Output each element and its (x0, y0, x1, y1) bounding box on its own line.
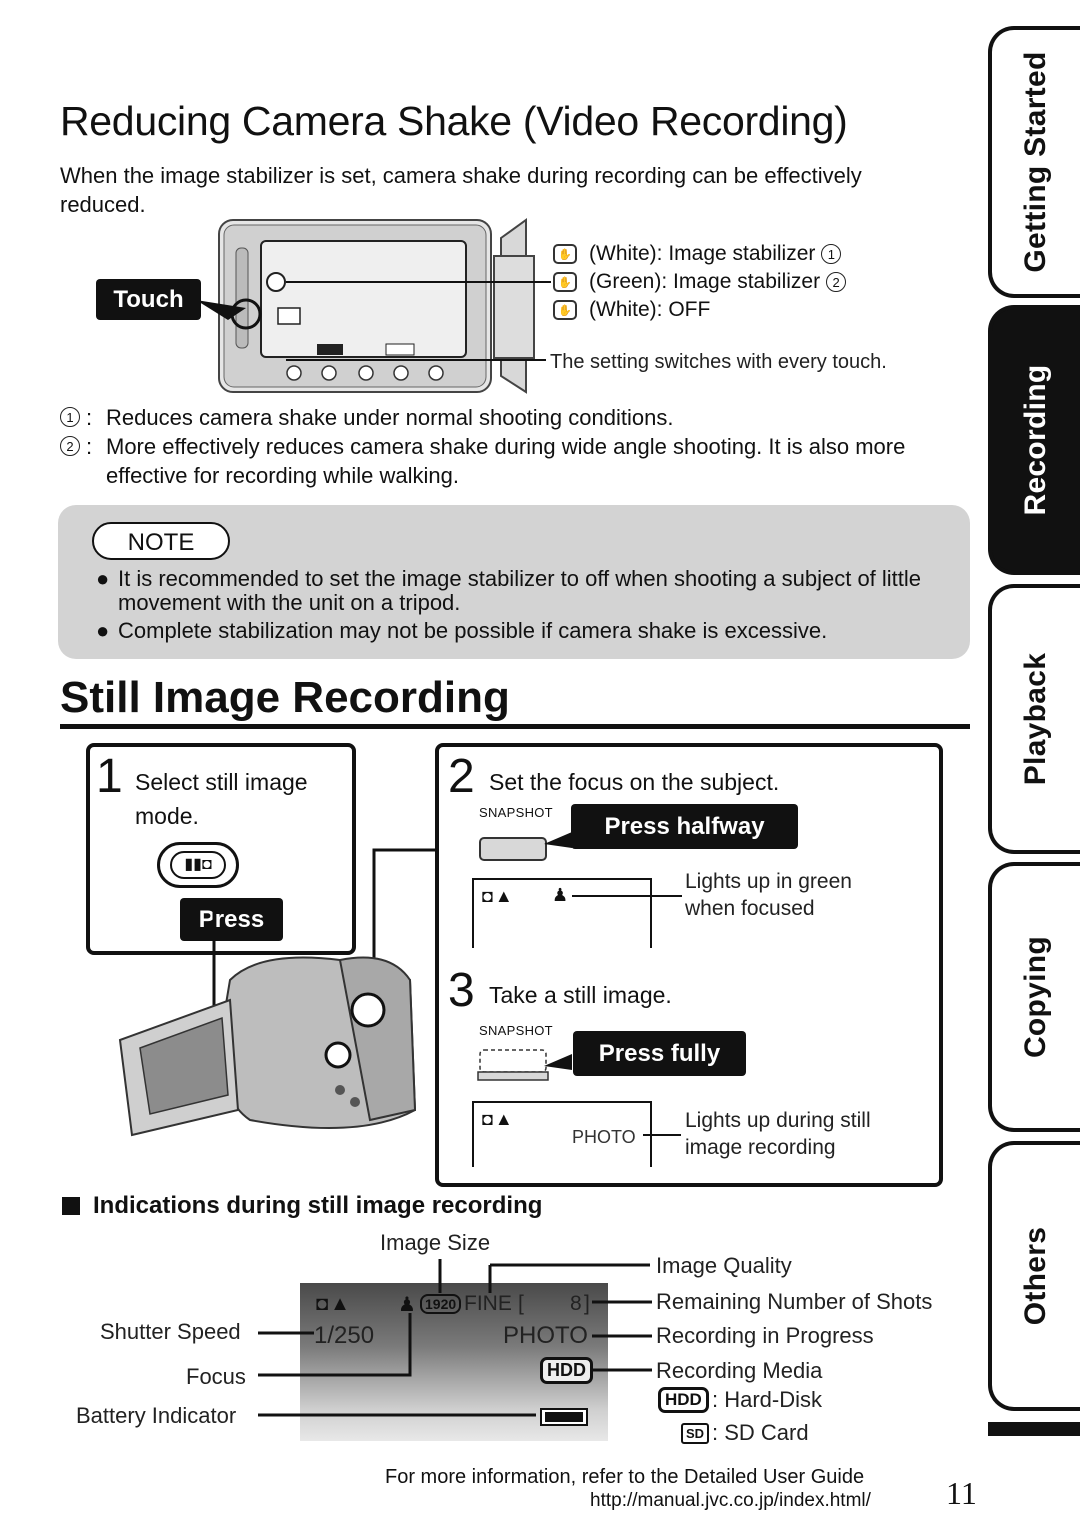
sd-card-icon: SD (681, 1423, 710, 1444)
quality-value: FINE (464, 1292, 512, 1315)
note-item: ●Complete stabilization may not be possi… (96, 618, 828, 643)
indication-leader-lines (258, 1259, 652, 1417)
circled-number-icon: 2 (60, 436, 80, 456)
photo-leader-line (643, 1134, 681, 1136)
note-item: ●It is recommended to set the image stab… (96, 566, 922, 615)
step-3-text: Take a still image. (489, 982, 672, 1008)
left-label-focus: Focus (186, 1364, 246, 1389)
circled-number-icon: 1 (821, 244, 842, 264)
press-label: Press (180, 898, 283, 941)
circled-number-icon: 2 (826, 272, 847, 292)
title-rule (60, 724, 970, 729)
stabilizer-off-icon: ✋ (553, 300, 577, 320)
square-bullet-icon (62, 1197, 80, 1215)
media-sd-card: : SD Card (712, 1420, 809, 1445)
stabilizer-icon: ✋ (553, 244, 577, 264)
snapshot-label: SNAPSHOT (479, 1023, 553, 1038)
focus-leader-line (572, 895, 682, 897)
right-label-media: Recording Media (656, 1358, 823, 1383)
stabilizer-legend: ✋ (White): Image stabilizer 1 ✋ (Green):… (553, 240, 847, 324)
step-2-text: Set the focus on the subject. (489, 769, 780, 795)
press-fully-label: Press fully (573, 1031, 746, 1076)
left-label-shutter: Shutter Speed (100, 1319, 241, 1344)
right-label-quality: Image Quality (656, 1253, 792, 1278)
focus-annotation: Lights up in green when focused (685, 870, 852, 920)
footer-info: For more information, refer to the Detai… (385, 1466, 865, 1488)
photo-lcd: ◘▲ PHOTO (472, 1101, 652, 1167)
step-3-number: 3 (448, 964, 475, 1017)
camcorder-illustration (118, 848, 436, 1137)
legend-white-stabilizer-1: ✋ (White): Image stabilizer 1 (553, 240, 846, 268)
switch-note: The setting switches with every touch. (550, 351, 887, 373)
step-2-number: 2 (448, 750, 475, 803)
status-value: PHOTO (503, 1322, 588, 1349)
note-label: NOTE (92, 522, 230, 560)
right-label-progress: Recording in Progress (656, 1323, 874, 1348)
snapshot-button-half[interactable] (474, 822, 584, 864)
photo-indicator: PHOTO (572, 1127, 636, 1147)
shots-value: 8 (570, 1292, 582, 1315)
stabilizer-icon: ✋ (553, 272, 577, 292)
photo-annotation: Lights up during still image recording (685, 1109, 871, 1159)
tab-copying[interactable]: Copying (988, 862, 1080, 1132)
right-label-remaining: Remaining Number of Shots (656, 1289, 933, 1314)
video-still-mode-icon: ▮▮◘ (170, 851, 226, 879)
tab-recording[interactable]: Recording (988, 305, 1080, 575)
camera-auto-icon: ◘▲ (482, 886, 515, 906)
hdd-icon: HDD (540, 1357, 593, 1384)
image-size-icon: 1920 (420, 1294, 462, 1314)
tab-getting-started[interactable]: Getting Started (988, 26, 1080, 298)
definition-2: 2: More effectively reduces camera shake… (60, 432, 940, 490)
indications-heading: Indications during still image recording (93, 1192, 543, 1219)
focus-lcd: ◘▲ ♟ (472, 878, 652, 948)
snapshot-label: SNAPSHOT (479, 805, 553, 820)
tab-others[interactable]: Others (988, 1141, 1080, 1411)
intro-text: When the image stabilizer is set, camera… (60, 163, 862, 217)
image-size-label: Image Size (380, 1230, 491, 1255)
footer-url[interactable]: http://manual.jvc.co.jp/index.html/ (590, 1490, 871, 1511)
step-1-text: Select still image mode. (135, 769, 308, 829)
definition-1: 1: Reduces camera shake under normal sho… (60, 403, 940, 432)
media-hard-disk: : Hard-Disk (712, 1387, 823, 1412)
battery-icon (540, 1408, 588, 1426)
snapshot-button-full[interactable] (474, 1038, 584, 1086)
legend-green-stabilizer-2: ✋ (Green): Image stabilizer 2 (553, 268, 847, 296)
camera-lcd-illustration (196, 218, 551, 394)
section-title-still-image: Still Image Recording (60, 673, 510, 722)
focus-person-icon: ♟ (552, 885, 569, 905)
tab-end-bar (988, 1422, 1080, 1436)
section-title-camera-shake: Reducing Camera Shake (Video Recording) (60, 98, 848, 144)
camera-auto-icon: ◘▲ (316, 1293, 352, 1315)
legend-white-off: ✋ (White): OFF (553, 296, 846, 324)
mode-button[interactable]: ▮▮◘ (157, 842, 239, 888)
press-halfway-label: Press halfway (571, 804, 798, 849)
tab-playback[interactable]: Playback (988, 584, 1080, 854)
step-1-number: 1 (96, 750, 123, 803)
circled-number-icon: 1 (60, 407, 80, 427)
camera-auto-icon: ◘▲ (482, 1109, 515, 1129)
focus-person-icon: ♟ (398, 1294, 416, 1316)
left-label-battery: Battery Indicator (76, 1403, 237, 1428)
touch-label: Touch (96, 279, 201, 320)
shutter-value: 1/250 (314, 1322, 375, 1349)
hdd-icon: HDD (658, 1387, 709, 1413)
page-number: 11 (946, 1475, 977, 1511)
